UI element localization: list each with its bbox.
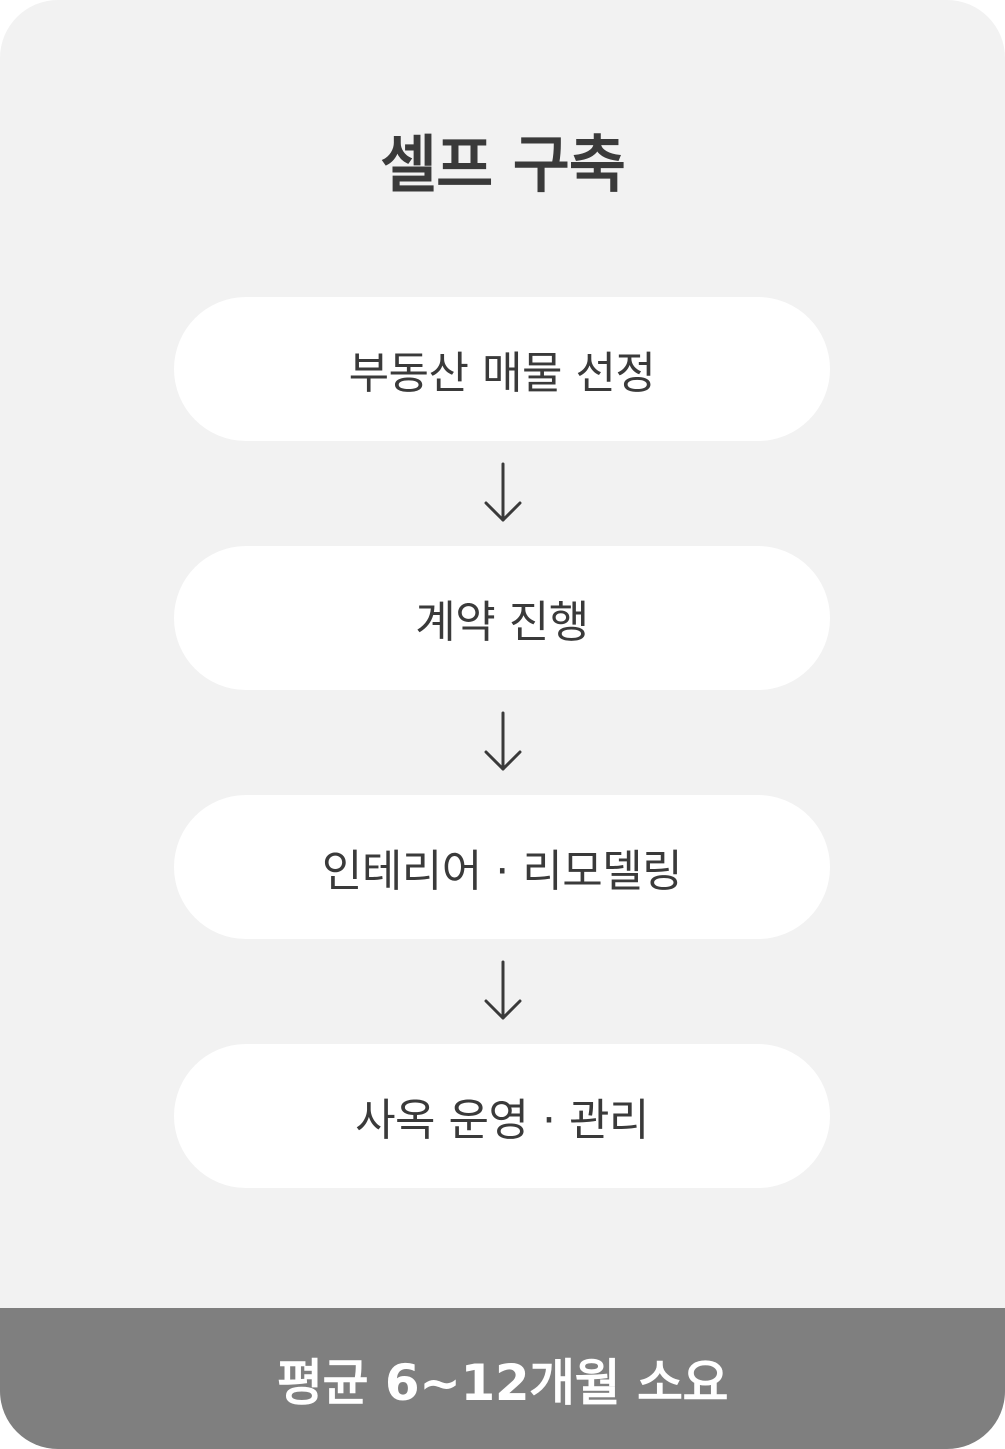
step-property-selection: 부동산 매물 선정 [174,297,830,441]
duration-text: 평균 6~12개월 소요 [276,1353,729,1412]
arrow-down-icon [484,960,522,1020]
arrow-down-icon [484,711,522,771]
step-interior-remodeling: 인테리어 · 리모델링 [174,795,830,939]
diagram-title: 셀프 구축 [380,128,626,201]
step-office-operation: 사옥 운영 · 관리 [174,1044,830,1188]
step-label: 계약 진행 [415,597,589,648]
step-label: 사옥 운영 · 관리 [355,1095,649,1146]
step-label: 인테리어 · 리모델링 [321,846,683,897]
step-label: 부동산 매물 선정 [348,348,656,399]
duration-footer: 평균 6~12개월 소요 [0,1308,1005,1449]
step-contract: 계약 진행 [174,546,830,690]
arrow-down-icon [484,462,522,522]
